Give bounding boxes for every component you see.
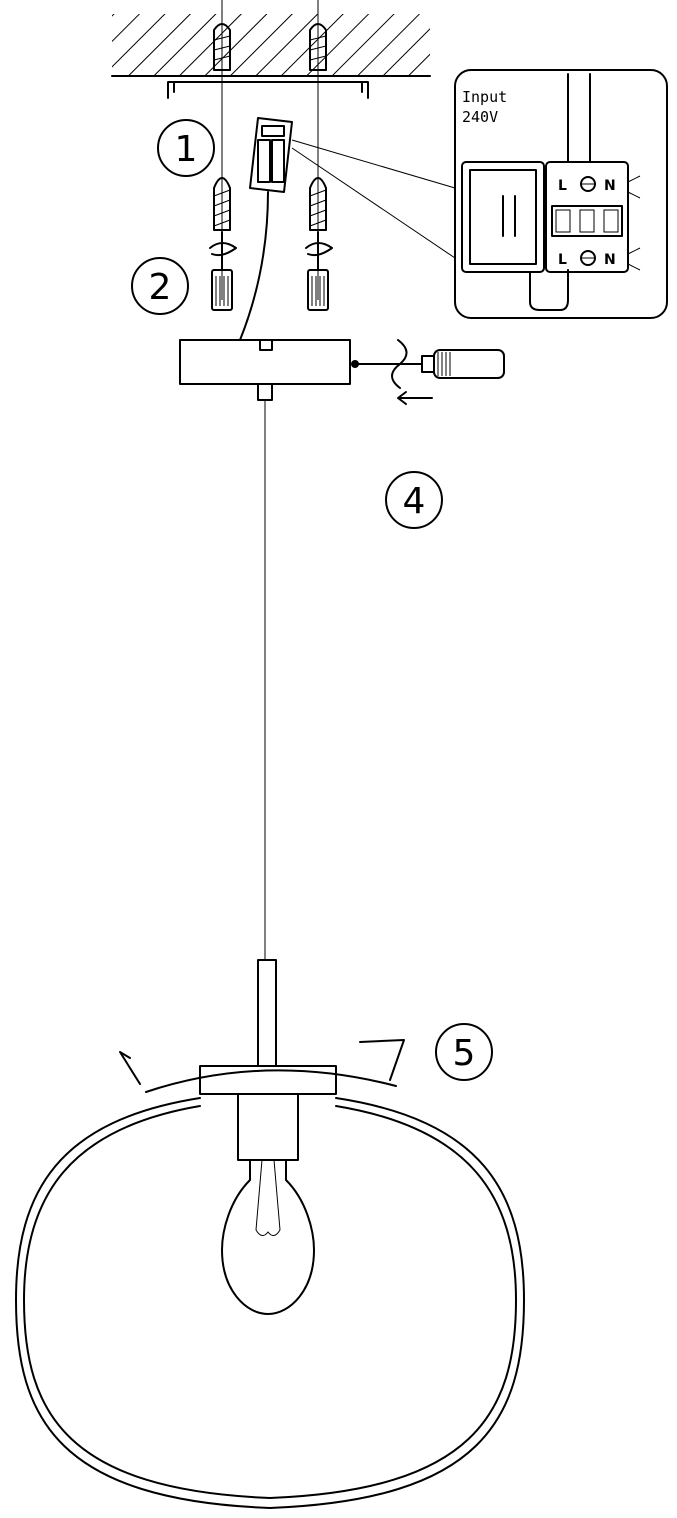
lamp-socket bbox=[237, 1093, 299, 1161]
light-bulb-icon bbox=[221, 1159, 315, 1315]
step-2-marker: 2 bbox=[131, 257, 189, 315]
wall-plug-icon bbox=[213, 177, 231, 231]
inset-label-voltage: 240V bbox=[462, 108, 498, 126]
step-2-number: 2 bbox=[149, 267, 172, 308]
step-1-number: 1 bbox=[175, 129, 198, 170]
canopy bbox=[179, 339, 359, 401]
terminal-block-icon bbox=[551, 205, 623, 237]
cord-sleeve bbox=[257, 959, 277, 1067]
screw-icon bbox=[209, 231, 237, 311]
insert-arrow-icon bbox=[397, 391, 433, 405]
wall-plug-icon bbox=[309, 177, 327, 231]
glass-shade bbox=[15, 1097, 525, 1509]
wiring-inset: Input 240V L N L N bbox=[454, 69, 668, 319]
terminal-bottom-n: N bbox=[604, 252, 616, 268]
step-4-number: 4 bbox=[403, 481, 426, 522]
step-5-marker: 5 bbox=[435, 1023, 493, 1081]
terminal-bottom-l: L bbox=[558, 252, 567, 268]
power-cable bbox=[239, 191, 269, 341]
terminal-top-n: N bbox=[604, 178, 616, 194]
screw-icon bbox=[305, 231, 333, 311]
rotation-arrow-icon bbox=[119, 1039, 405, 1093]
screwdriver-icon bbox=[357, 339, 505, 389]
ceiling bbox=[111, 14, 431, 77]
step-1-marker: 1 bbox=[157, 119, 215, 177]
inset-label-input: Input bbox=[462, 88, 507, 106]
mounting-bracket bbox=[167, 81, 369, 99]
step-4-marker: 4 bbox=[385, 471, 443, 529]
step-5-number: 5 bbox=[453, 1033, 476, 1074]
terminal-block-icon bbox=[249, 117, 456, 259]
terminal-top-l: L bbox=[558, 178, 567, 194]
